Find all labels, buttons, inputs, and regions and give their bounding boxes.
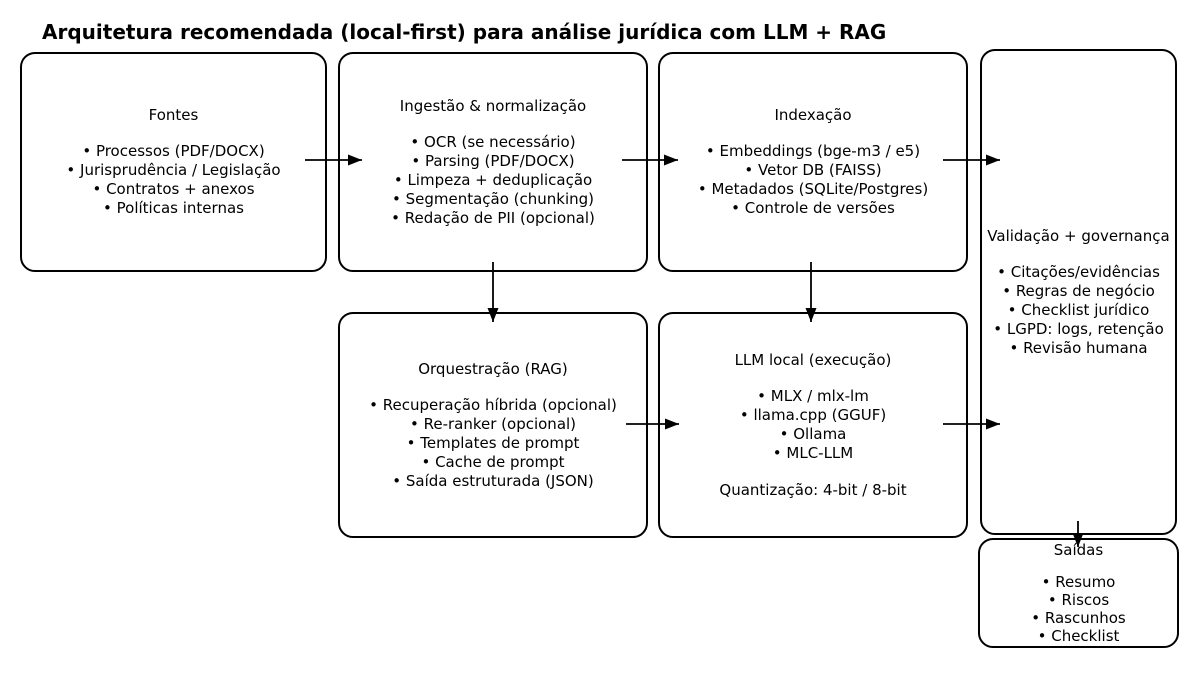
box-llm-local-item: llama.cpp (GGUF) <box>660 406 966 425</box>
box-saidas-item: Checklist <box>980 627 1177 645</box>
box-indexacao: Indexação Embeddings (bge-m3 / e5) Vetor… <box>658 52 968 272</box>
box-ingestao: Ingestão & normalização OCR (se necessár… <box>338 52 648 272</box>
box-validacao-item: Checklist jurídico <box>982 301 1175 320</box>
box-llm-local-item: MLX / mlx-lm <box>660 387 966 406</box>
box-ingestao-title: Ingestão & normalização <box>399 96 587 115</box>
box-orquestracao-title: Orquestração (RAG) <box>418 359 568 378</box>
box-ingestao-item: Parsing (PDF/DOCX) <box>340 152 646 171</box>
box-saidas-item: Resumo <box>980 573 1177 591</box>
box-orquestracao: Orquestração (RAG) Recuperação híbrida (… <box>338 312 648 538</box>
box-validacao-title: Validação + governança <box>987 226 1170 245</box>
box-ingestao-item: Redação de PII (opcional) <box>340 209 646 228</box>
box-indexacao-item: Vetor DB (FAISS) <box>660 161 966 180</box>
box-indexacao-item: Metadados (SQLite/Postgres) <box>660 180 966 199</box>
box-ingestao-item: OCR (se necessário) <box>340 133 646 152</box>
box-orquestracao-item: Cache de prompt <box>340 453 646 472</box>
box-validacao-item: Revisão humana <box>982 339 1175 358</box>
box-fontes-item: Políticas internas <box>22 199 325 218</box>
diagram-title: Arquitetura recomendada (local-first) pa… <box>42 20 887 44</box>
box-fontes-title: Fontes <box>148 106 199 124</box>
box-validacao: Validação + governança Citações/evidênci… <box>980 49 1177 535</box>
box-fontes-item: Jurisprudência / Legislação <box>22 161 325 180</box>
box-indexacao-title: Indexação <box>774 106 852 124</box>
box-saidas-title: Saídas <box>1053 541 1104 559</box>
box-orquestracao-item: Re-ranker (opcional) <box>340 415 646 434</box>
box-llm-local-quantization-note: Quantização: 4-bit / 8-bit <box>719 480 907 499</box>
box-llm-local-title: LLM local (execução) <box>734 350 892 369</box>
box-ingestao-item: Segmentação (chunking) <box>340 190 646 209</box>
box-indexacao-item: Controle de versões <box>660 199 966 218</box>
box-validacao-item: Citações/evidências <box>982 263 1175 282</box>
box-ingestao-item: Limpeza + deduplicação <box>340 171 646 190</box>
box-orquestracao-item: Recuperação híbrida (opcional) <box>340 396 646 415</box>
box-validacao-item: Regras de negócio <box>982 282 1175 301</box>
box-validacao-item: LGPD: logs, retenção <box>982 320 1175 339</box>
box-fontes: Fontes Processos (PDF/DOCX) Jurisprudênc… <box>20 52 327 272</box>
box-llm-local-item: MLC-LLM <box>660 444 966 463</box>
box-orquestracao-item: Saída estruturada (JSON) <box>340 472 646 491</box>
box-orquestracao-item: Templates de prompt <box>340 434 646 453</box>
box-saidas-item: Riscos <box>980 591 1177 609</box>
box-fontes-item: Processos (PDF/DOCX) <box>22 142 325 161</box>
box-fontes-item: Contratos + anexos <box>22 180 325 199</box>
box-saidas: Saídas Resumo Riscos Rascunhos Checklist <box>978 538 1179 648</box>
box-llm-local-item: Ollama <box>660 425 966 444</box>
box-llm-local: LLM local (execução) MLX / mlx-lm llama.… <box>658 312 968 538</box>
box-saidas-item: Rascunhos <box>980 609 1177 627</box>
box-indexacao-item: Embeddings (bge-m3 / e5) <box>660 142 966 161</box>
